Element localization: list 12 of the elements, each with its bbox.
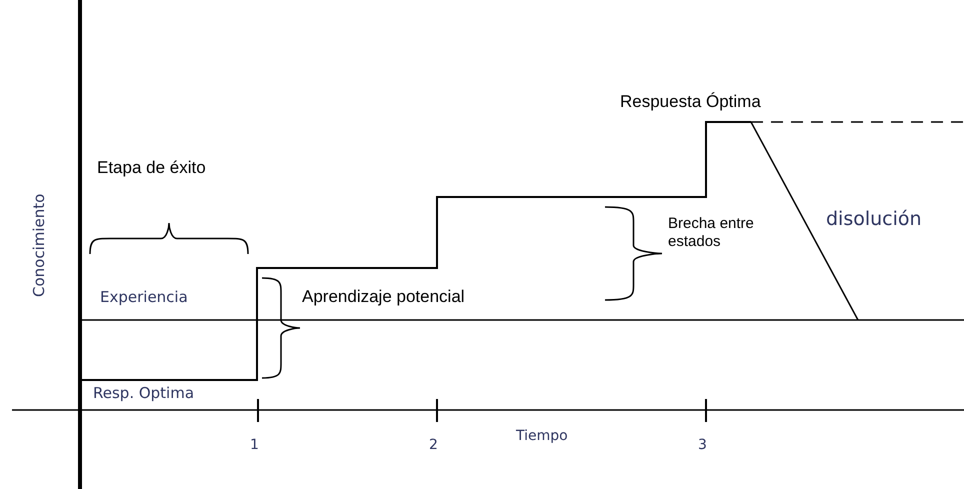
gap-label: Brecha entre estados (668, 215, 755, 251)
axis-title: Conocimiento (30, 194, 48, 297)
axis-title: Tiempo (516, 428, 568, 445)
stage-label: Etapa de éxito (97, 158, 206, 178)
tick-label: 2 (429, 437, 438, 454)
potential-label: Aprendizaje potencial (302, 287, 465, 308)
level-label: Resp. Optima (93, 384, 194, 402)
region-label: disolución (826, 208, 922, 231)
level-label: Experiencia (100, 288, 188, 306)
peak-label: Respuesta Óptima (620, 92, 761, 112)
tick-label: 3 (698, 437, 707, 454)
tick-label: 1 (250, 437, 259, 454)
